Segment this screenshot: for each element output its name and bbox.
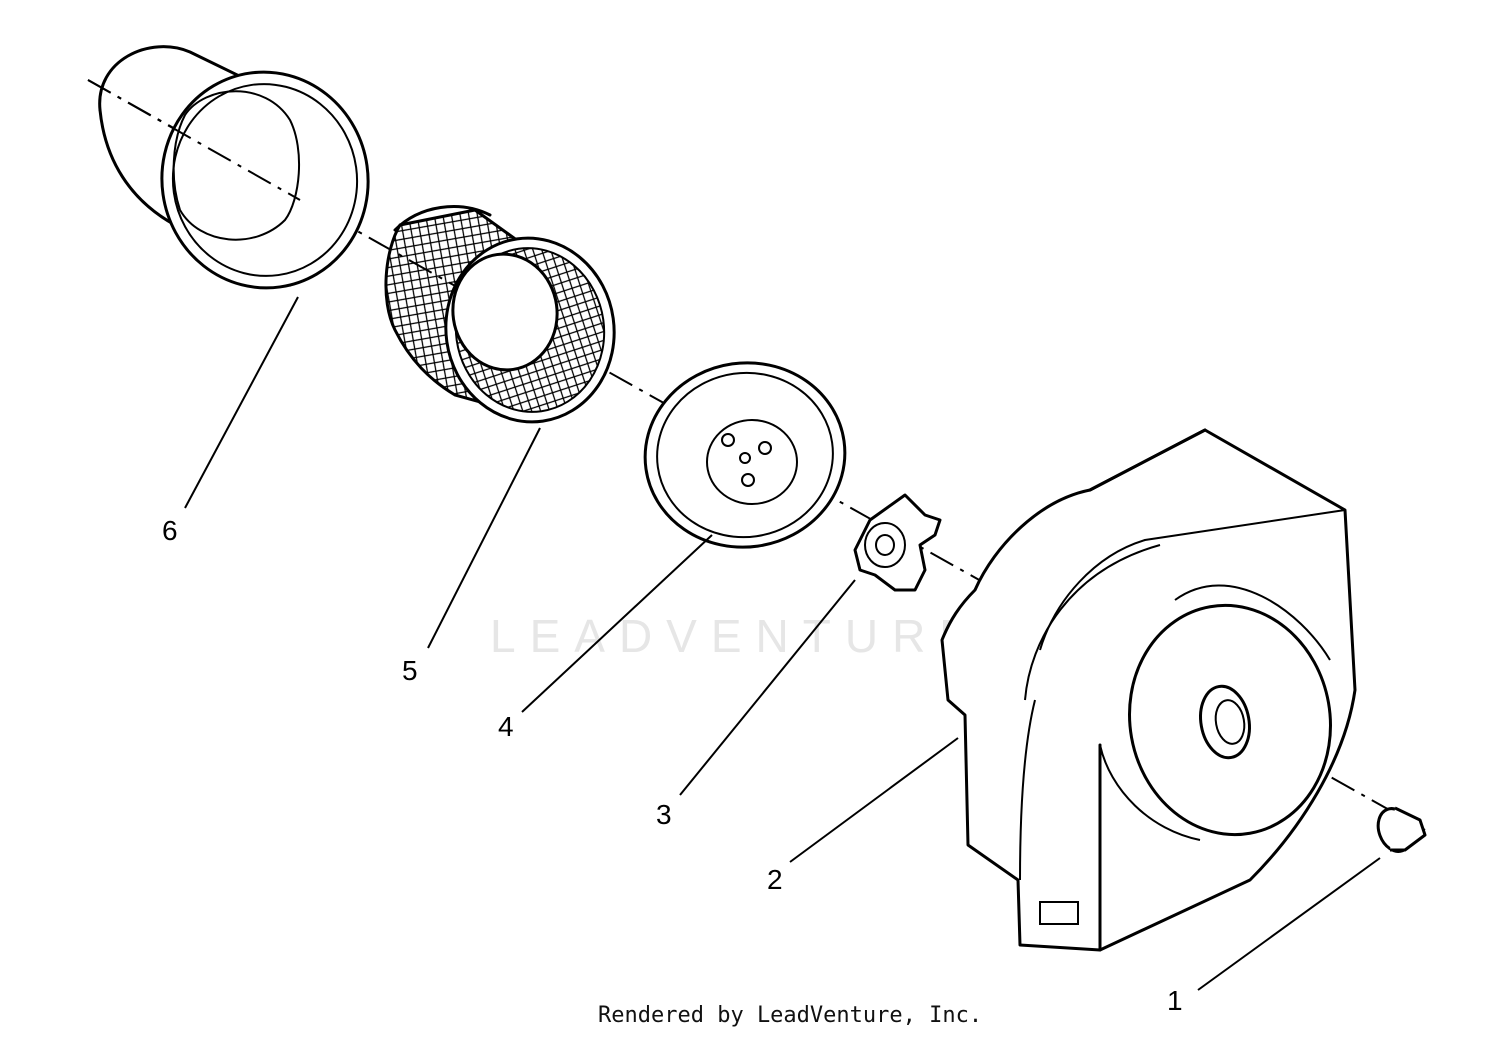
callout-4: 4 — [498, 711, 514, 742]
part-1-knob — [1376, 806, 1427, 853]
callout-1: 1 — [1167, 985, 1183, 1016]
leader-line-6 — [184, 296, 299, 509]
part-6-housing-cover — [87, 45, 370, 290]
part-2-air-cleaner-body — [940, 428, 1357, 952]
leader-line-1 — [1197, 857, 1381, 991]
part-3-retainer — [853, 493, 942, 592]
part-4-base-plate — [643, 361, 847, 549]
leader-line-2 — [789, 737, 959, 863]
callout-2: 2 — [767, 864, 783, 895]
footer-credit: Rendered by LeadVenture, Inc. — [598, 1003, 982, 1028]
part-5-filter-element — [384, 205, 616, 424]
leader-lines — [184, 296, 1381, 991]
leader-line-4 — [521, 534, 713, 713]
leader-line-5 — [427, 427, 541, 649]
leader-line-3 — [679, 579, 856, 796]
watermark-text: LEADVENTURE — [490, 610, 984, 662]
callout-6: 6 — [162, 515, 178, 546]
callout-3: 3 — [656, 799, 672, 830]
callout-5: 5 — [402, 655, 418, 686]
